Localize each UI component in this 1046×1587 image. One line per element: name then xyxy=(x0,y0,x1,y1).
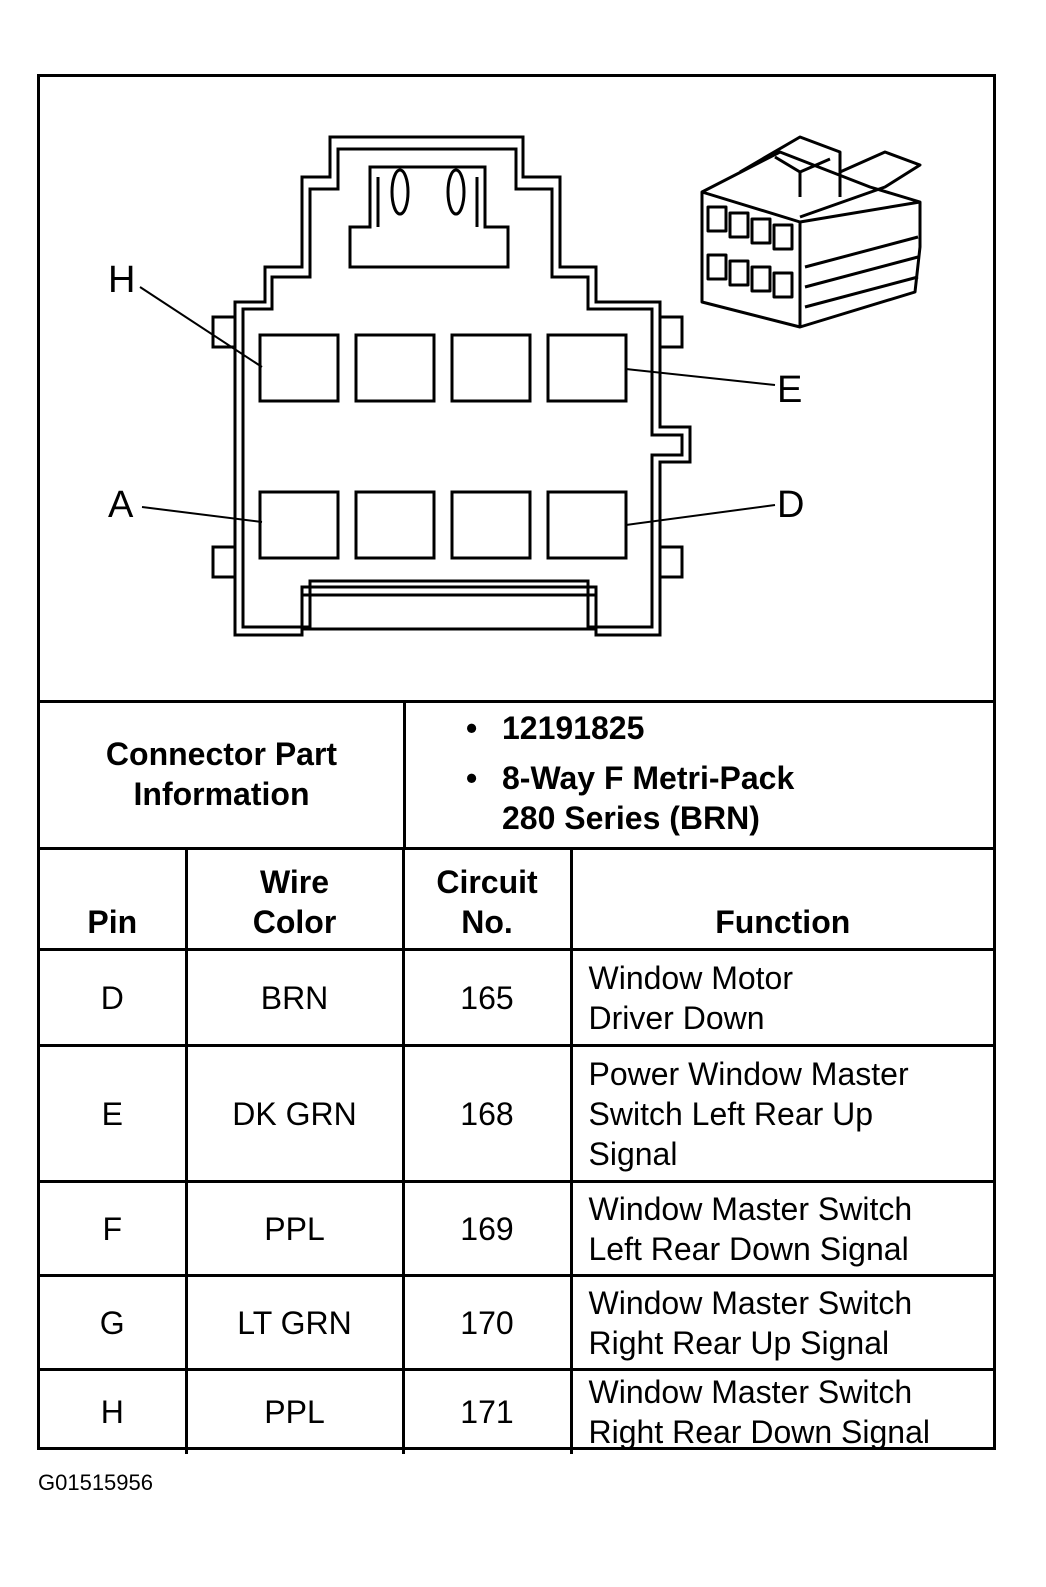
cavity-C xyxy=(450,490,532,560)
circuit-cell: 169 xyxy=(401,1180,573,1277)
cpi-label-line-1: Connector Part xyxy=(105,735,338,772)
cavity-B xyxy=(354,490,436,560)
header-function: Function xyxy=(569,850,993,951)
header-pin: Pin xyxy=(40,850,188,951)
table-row: E DK GRN 168 Power Window Master Switch … xyxy=(40,1044,993,1183)
cavity-E xyxy=(546,333,628,403)
connector-isometric-illustration xyxy=(700,135,922,329)
circuit-cell: 165 xyxy=(401,948,573,1047)
leader-H xyxy=(139,286,263,368)
cpi-label-line-2: Information xyxy=(133,775,310,812)
function-cell: Window Master Switch Right Rear Up Signa… xyxy=(569,1274,993,1371)
bullet-dot: • xyxy=(466,760,478,796)
part-number: 12191825 xyxy=(502,710,645,746)
leader-E xyxy=(625,368,776,386)
description-line-2: 280 Series (BRN) xyxy=(502,800,760,836)
cavity-F xyxy=(450,333,532,403)
wire-color-cell: PPL xyxy=(184,1368,405,1454)
cavity-D xyxy=(546,490,628,560)
callout-E: E xyxy=(777,369,802,411)
pin-cell: D xyxy=(40,948,188,1047)
connector-part-information: Connector Part Information • 12191825 • … xyxy=(40,700,993,850)
function-cell: Power Window Master Switch Left Rear Up … xyxy=(569,1044,993,1183)
cavity-H xyxy=(258,333,340,403)
cavity-G xyxy=(354,333,436,403)
bullet-dot: • xyxy=(466,710,478,746)
function-cell: Window Master Switch Left Rear Down Sign… xyxy=(569,1180,993,1277)
circuit-cell: 168 xyxy=(401,1044,573,1183)
wire-color-cell: DK GRN xyxy=(184,1044,405,1183)
pin-cell: E xyxy=(40,1044,188,1183)
circuit-cell: 171 xyxy=(401,1368,573,1454)
description-line-1: 8-Way F Metri-Pack xyxy=(502,760,795,796)
connector-part-information-label: Connector Part Information xyxy=(40,700,406,847)
callout-H: H xyxy=(108,259,135,301)
figure-frame: H E A D xyxy=(37,74,996,1454)
wire-color-cell: LT GRN xyxy=(184,1274,405,1371)
connector-diagram: H E A D xyxy=(40,77,993,703)
wire-color-cell: PPL xyxy=(184,1180,405,1277)
pin-cell: H xyxy=(40,1368,188,1454)
table-row: H PPL 171 Window Master Switch Right Rea… xyxy=(40,1368,993,1454)
callout-A: A xyxy=(108,484,134,526)
table-row: G LT GRN 170 Window Master Switch Right … xyxy=(40,1274,993,1371)
cavity-A xyxy=(258,490,340,560)
figure-code: G01515956 xyxy=(38,1470,153,1495)
function-cell: Window Master Switch Right Rear Down Sig… xyxy=(569,1368,993,1454)
table-row: F PPL 169 Window Master Switch Left Rear… xyxy=(40,1180,993,1277)
leader-D xyxy=(625,504,776,526)
pin-cell: G xyxy=(40,1274,188,1371)
connector-part-details: • 12191825 • 8-Way F Metri-Pack 280 Seri… xyxy=(406,700,993,847)
circuit-cell: 170 xyxy=(401,1274,573,1371)
function-cell: Window Motor Driver Down xyxy=(569,948,993,1047)
callout-D: D xyxy=(777,484,804,526)
wire-color-cell: BRN xyxy=(184,948,405,1047)
connector-face-drawing: H E A D xyxy=(108,135,922,637)
leader-A xyxy=(141,506,263,523)
connector-housing xyxy=(233,135,692,637)
table-row: D BRN 165 Window Motor Driver Down xyxy=(40,948,993,1047)
pin-cell: F xyxy=(40,1180,188,1277)
